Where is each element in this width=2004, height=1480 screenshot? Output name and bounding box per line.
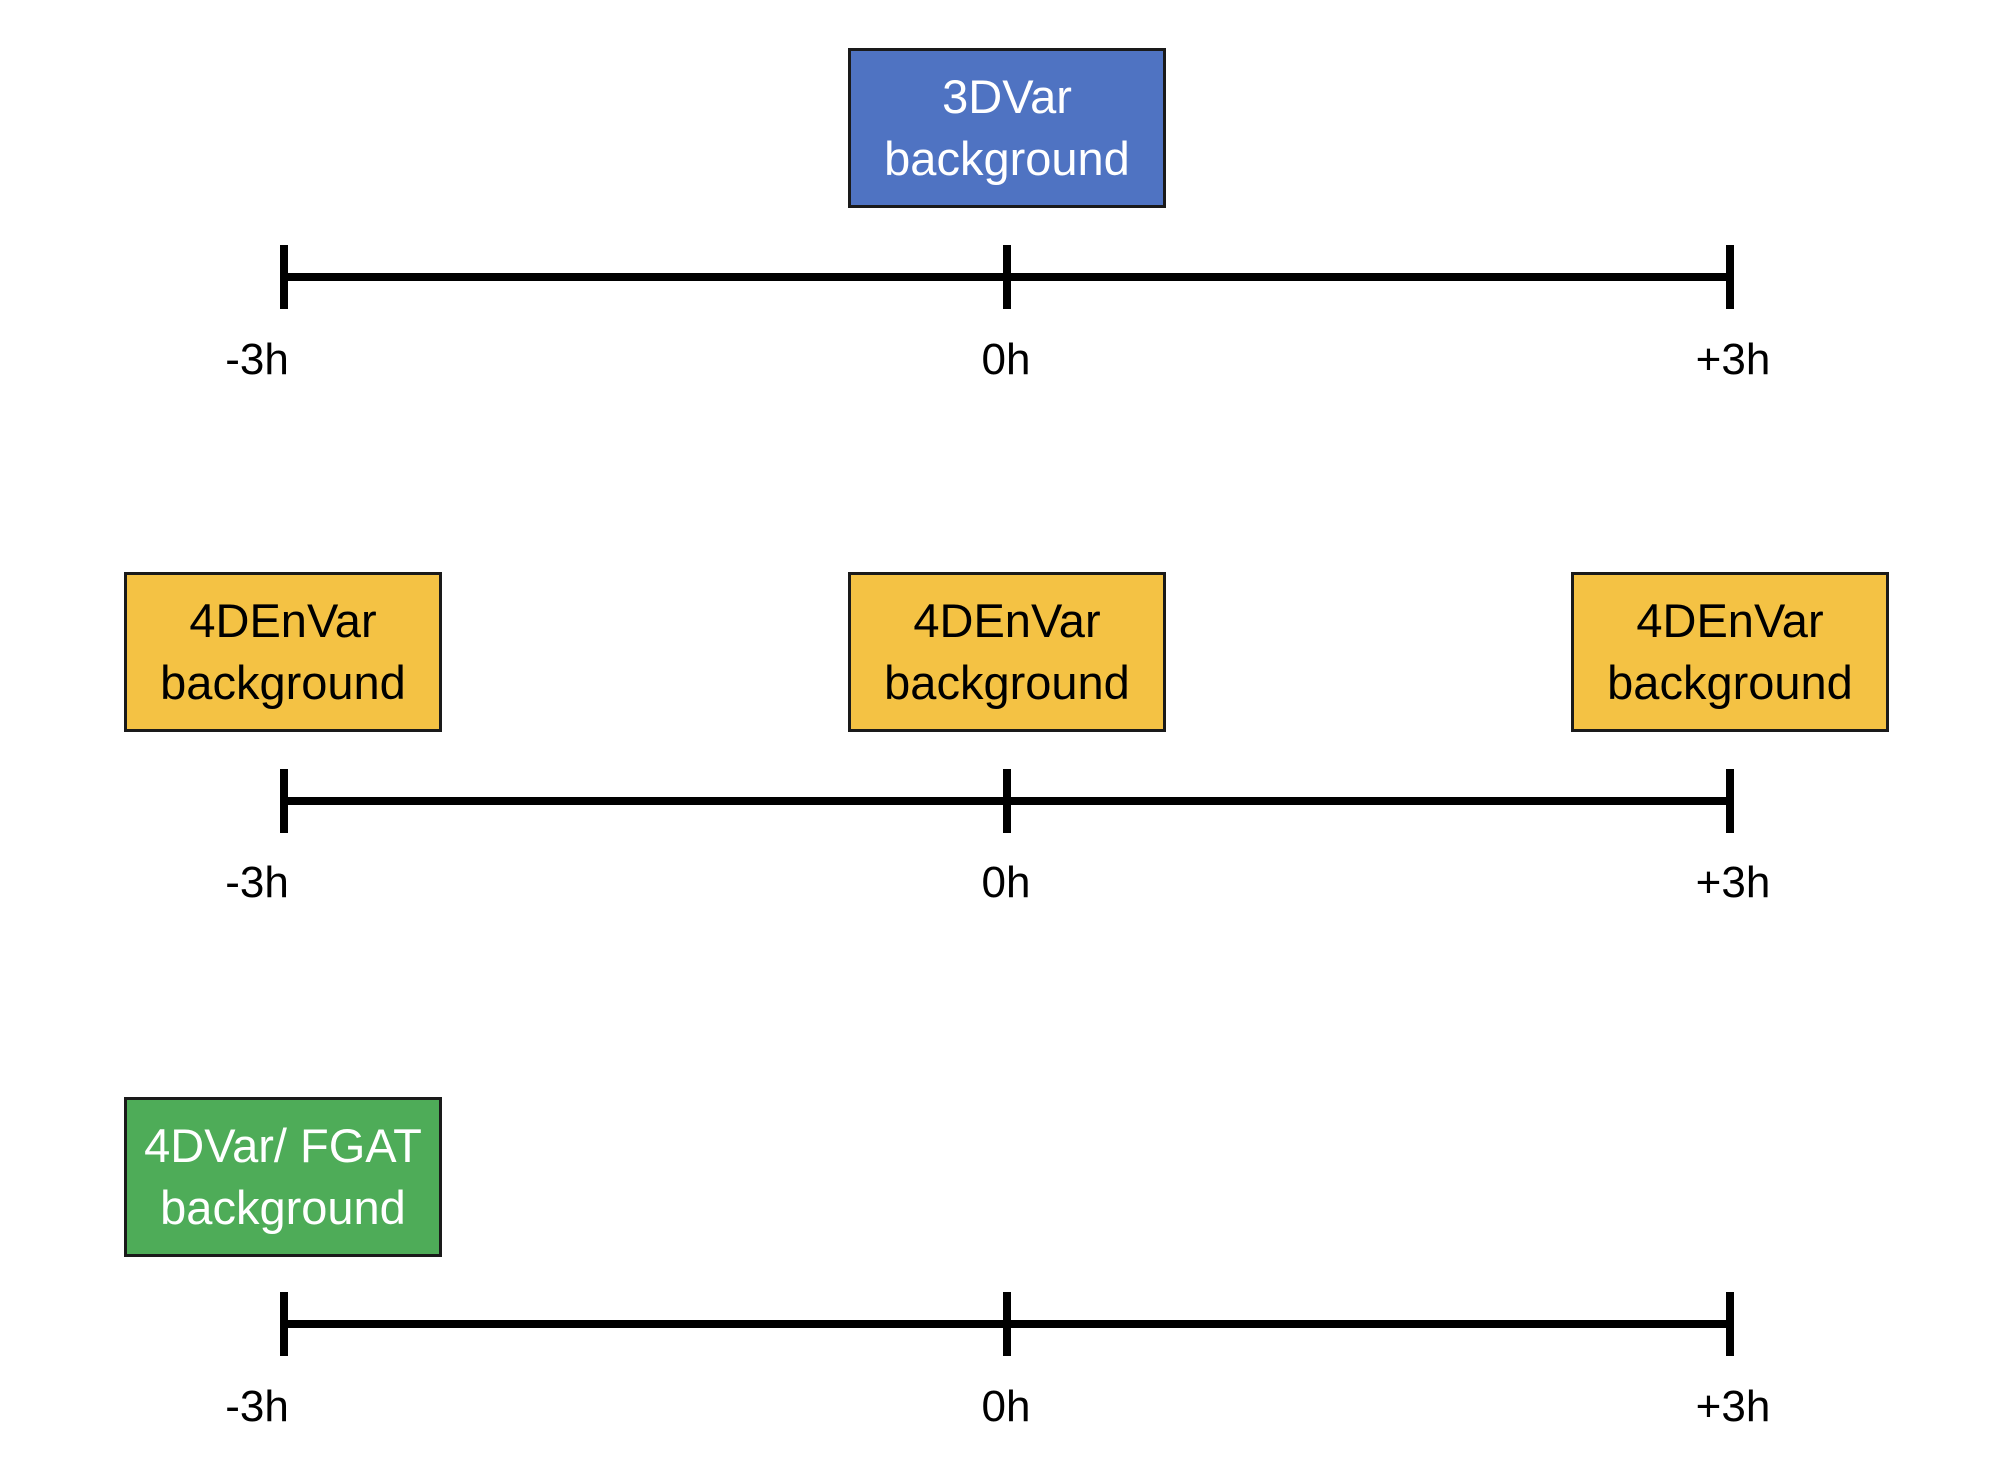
- box-title: 3DVar: [942, 70, 1072, 123]
- 4dvar-fgat-background-box: 4DVar/ FGAT background: [124, 1097, 442, 1257]
- tick-minus3h: [280, 1292, 288, 1356]
- 3dvar-background-box: 3DVar background: [848, 48, 1166, 208]
- box-subtitle: background: [884, 132, 1130, 185]
- tick-plus3h: [1726, 769, 1734, 833]
- box-subtitle: background: [884, 656, 1130, 709]
- box-title: 4DEnVar: [913, 594, 1101, 647]
- tick-label-plus3h: +3h: [1695, 858, 1771, 907]
- tick-plus3h: [1726, 245, 1734, 309]
- box-subtitle: background: [160, 1181, 406, 1234]
- tick-label-minus3h: -3h: [225, 858, 289, 907]
- tick-0h: [1003, 245, 1011, 309]
- 4denvar-background-box-0h: 4DEnVar background: [848, 572, 1166, 732]
- box-subtitle: background: [160, 656, 406, 709]
- box-subtitle: background: [1607, 656, 1853, 709]
- tick-label-0h: 0h: [981, 858, 1031, 907]
- tick-minus3h: [280, 769, 288, 833]
- tick-0h: [1003, 769, 1011, 833]
- tick-label-plus3h: +3h: [1695, 335, 1771, 384]
- 4denvar-background-box-plus3h: 4DEnVar background: [1571, 572, 1889, 732]
- box-title: 4DEnVar: [1636, 594, 1824, 647]
- tick-label-minus3h: -3h: [225, 1382, 289, 1431]
- box-title: 4DVar/ FGAT: [144, 1119, 422, 1172]
- tick-label-minus3h: -3h: [225, 335, 289, 384]
- box-title: 4DEnVar: [189, 594, 377, 647]
- tick-label-0h: 0h: [981, 1382, 1031, 1431]
- tick-label-plus3h: +3h: [1695, 1382, 1771, 1431]
- 4denvar-background-box-minus3h: 4DEnVar background: [124, 572, 442, 732]
- tick-plus3h: [1726, 1292, 1734, 1356]
- tick-label-0h: 0h: [981, 335, 1031, 384]
- tick-minus3h: [280, 245, 288, 309]
- tick-0h: [1003, 1292, 1011, 1356]
